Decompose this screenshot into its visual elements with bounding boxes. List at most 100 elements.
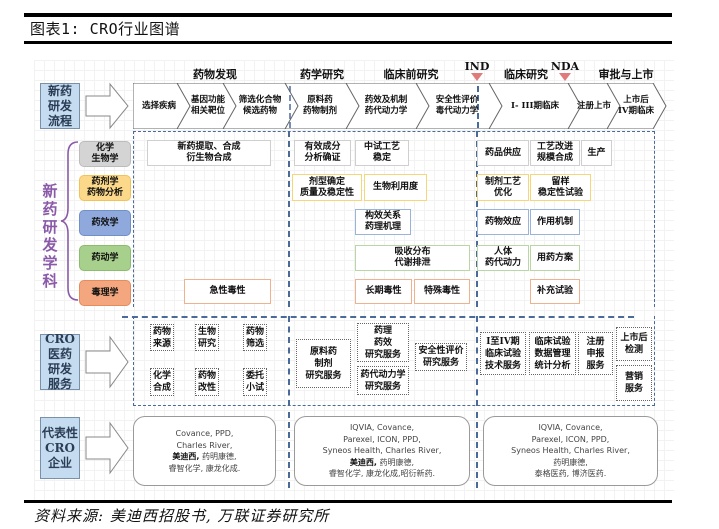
- box-pilot-process: 中试工艺 稳定: [355, 140, 409, 166]
- company-line: 睿智化学, 康龙化成,昭衍新药.: [328, 469, 436, 479]
- company-highlight: 美迪西,: [172, 452, 200, 461]
- box-sar-mechanism: 构效关系 药理机理: [355, 209, 411, 235]
- discipline-pharmacodynamics: 药效学: [79, 210, 131, 236]
- service-registration: 注册 申报 服务: [578, 332, 613, 375]
- box-active-ingredient: 有效成分 分析确证: [294, 140, 351, 166]
- company-rest: 药明康德,: [376, 457, 415, 467]
- company-rest: 药明康德,: [199, 452, 237, 461]
- box-formulation-optimization: 制剂工艺 优化: [477, 174, 529, 201]
- company-line: Parexel, ICON, PPD,: [531, 434, 610, 444]
- box-drug-supply: 药品供应: [477, 140, 529, 166]
- row-label-companies: 代表性 CRO 企业: [40, 417, 80, 479]
- company-line: IQVIA, Covance,: [538, 423, 603, 433]
- company-line: 美迪西, 药明康德,: [134, 451, 275, 463]
- company-line: Covance, PPD,: [175, 429, 234, 438]
- triangle-down-icon: [559, 73, 571, 81]
- discipline-group-label: 新 药 研 发 学 科: [42, 182, 58, 290]
- arrow-right-icon: [85, 335, 129, 389]
- service-chem-synthesis: 化学 合成: [150, 368, 174, 396]
- service-pk-research: 药代动力学 研究服务: [357, 366, 409, 395]
- phase-label-preclinical: 临床前研究: [383, 68, 439, 81]
- company-line: Syneos Health, Charles River,: [511, 446, 630, 456]
- service-pharmacology: 药理 药效 研究服务: [357, 323, 409, 362]
- company-line: Parexel, ICON, PPD,: [343, 434, 421, 444]
- phase-label-clinical: 临床研究: [504, 68, 548, 81]
- discipline-pharmacokinetics: 药动学: [79, 245, 131, 271]
- box-special-toxicity: 特殊毒性: [414, 279, 470, 304]
- flow-step-target: 基因功能 相关靶位: [190, 95, 225, 116]
- box-extraction-synthesis: 新药提取、合成 衍生物合成: [147, 140, 271, 166]
- company-line: 睿智化学, 康龙化成.: [168, 463, 241, 473]
- preclinical-clinical-divider: [476, 316, 478, 406]
- title-bottom-rule: [24, 41, 672, 44]
- arrow-right-icon: [85, 82, 129, 130]
- brace-icon: [60, 141, 79, 301]
- company-highlight: 美迪西,: [349, 457, 377, 467]
- footer-rule: [24, 500, 672, 503]
- source-note: 资料来源: 美迪西招股书, 万联证券研究所: [34, 507, 330, 525]
- box-production: 生产: [581, 140, 612, 166]
- company-line: 药明康德,: [553, 457, 588, 467]
- discipline-pharmaceutics: 药剂学 药物分析: [79, 175, 131, 201]
- flow-step-select-disease: 选择疾病: [141, 100, 176, 111]
- discipline-toxicology: 毒理学: [79, 280, 131, 306]
- company-line: IQVIA, Covance,: [349, 423, 415, 433]
- box-bioavailability: 生物利用度: [364, 174, 427, 201]
- service-drug-source: 药物 来源: [150, 324, 174, 351]
- milestone-ind-label: IND: [464, 60, 490, 73]
- phase-label-pharma: 药学研究: [300, 68, 344, 81]
- process-chevron-bar: 选择疾病 基因功能 相关靶位 筛选化合物 候选药物 原料药 药物制剂 药效及机制…: [133, 83, 667, 129]
- milestone-nda-label: NDA: [550, 60, 580, 73]
- discovery-preclinical-divider: [288, 316, 290, 406]
- title-top-rule: [24, 13, 672, 17]
- company-line: 美迪西, 药明康德,: [295, 457, 469, 469]
- service-drug-screening: 药物 筛选: [243, 324, 267, 351]
- service-drug-modification: 药物 改性: [195, 368, 219, 396]
- flow-step-clinical-i-iii: I- III期临床: [511, 100, 559, 111]
- discipline-chem-bio: 化学 生物学: [79, 141, 131, 167]
- flow-step-screening: 筛选化合物 候选药物: [238, 95, 282, 116]
- service-commissioned-trial: 委托 小试: [243, 368, 267, 396]
- service-marketing: 营销 服务: [616, 365, 652, 401]
- box-supplementary-test: 补充试验: [530, 279, 580, 304]
- box-adme: 吸收分布 代谢排泄: [355, 245, 470, 271]
- triangle-down-icon: [471, 73, 483, 81]
- flow-step-post-market: 上市后 IV期临床: [617, 95, 655, 116]
- preclinical-clinical-divider: [476, 412, 478, 488]
- service-api-formulation: 原料药 制剂 研究服务: [296, 339, 351, 388]
- company-line: 泰格医药, 博济医药.: [534, 469, 607, 479]
- discipline-section-frame: [133, 131, 655, 307]
- box-process-improvement: 工艺改进 规模合成: [530, 140, 580, 166]
- box-dosage-form: 剂型确定 质量及稳定性: [292, 174, 362, 201]
- flow-step-safety-tk: 安全性评价 毒代动力学: [435, 95, 479, 116]
- company-line: Syneos Health, Charles River,: [322, 446, 442, 456]
- row-label-flow: 新药 研发 流程: [40, 83, 80, 129]
- flow-step-registration: 注册上市: [576, 100, 611, 111]
- box-mechanism-of-action: 作用机制: [530, 209, 580, 235]
- box-drug-effect: 药物效应: [477, 209, 529, 235]
- service-post-market-monitoring: 上市后 检测: [616, 327, 652, 361]
- service-bio-research: 生物 研究: [195, 324, 219, 351]
- flow-step-efficacy-pk: 药效及机制 药代动力学: [364, 95, 408, 116]
- service-safety-evaluation: 安全性评价 研究服务: [415, 343, 467, 371]
- discovery-preclinical-divider: [288, 412, 290, 488]
- flow-step-api-formulation: 原料药 药物制剂: [302, 95, 337, 116]
- box-long-term-toxicity: 长期毒性: [355, 279, 412, 304]
- box-dosing-regimen: 用药方案: [530, 245, 580, 271]
- row-label-cro: CRO 医药 研发 服务: [40, 332, 80, 391]
- box-acute-toxicity: 急性毒性: [184, 279, 271, 304]
- dash-dot-separator: [122, 316, 634, 318]
- companies-preclinical: IQVIA, Covance, Parexel, ICON, PPD, Syne…: [294, 416, 470, 486]
- arrow-right-icon: [85, 421, 129, 475]
- cro-section-frame: [133, 316, 655, 406]
- figure-title: 图表1: CRO行业图谱: [30, 20, 181, 38]
- phase-label-approval: 审批与上市: [598, 68, 654, 81]
- phase-label-discovery: 药物发现: [193, 68, 237, 81]
- milestone-ind: IND: [462, 60, 492, 81]
- box-human-pk: 人体 药代动力: [477, 245, 529, 271]
- milestone-nda: NDA: [550, 60, 580, 81]
- companies-clinical: IQVIA, Covance, Parexel, ICON, PPD, Syne…: [483, 416, 658, 486]
- service-clinical-data: 临床试验 数据管理 统计分析: [529, 332, 576, 375]
- box-stability-test: 留样 稳定性试验: [530, 174, 591, 201]
- discovery-preclinical-divider: [288, 131, 290, 307]
